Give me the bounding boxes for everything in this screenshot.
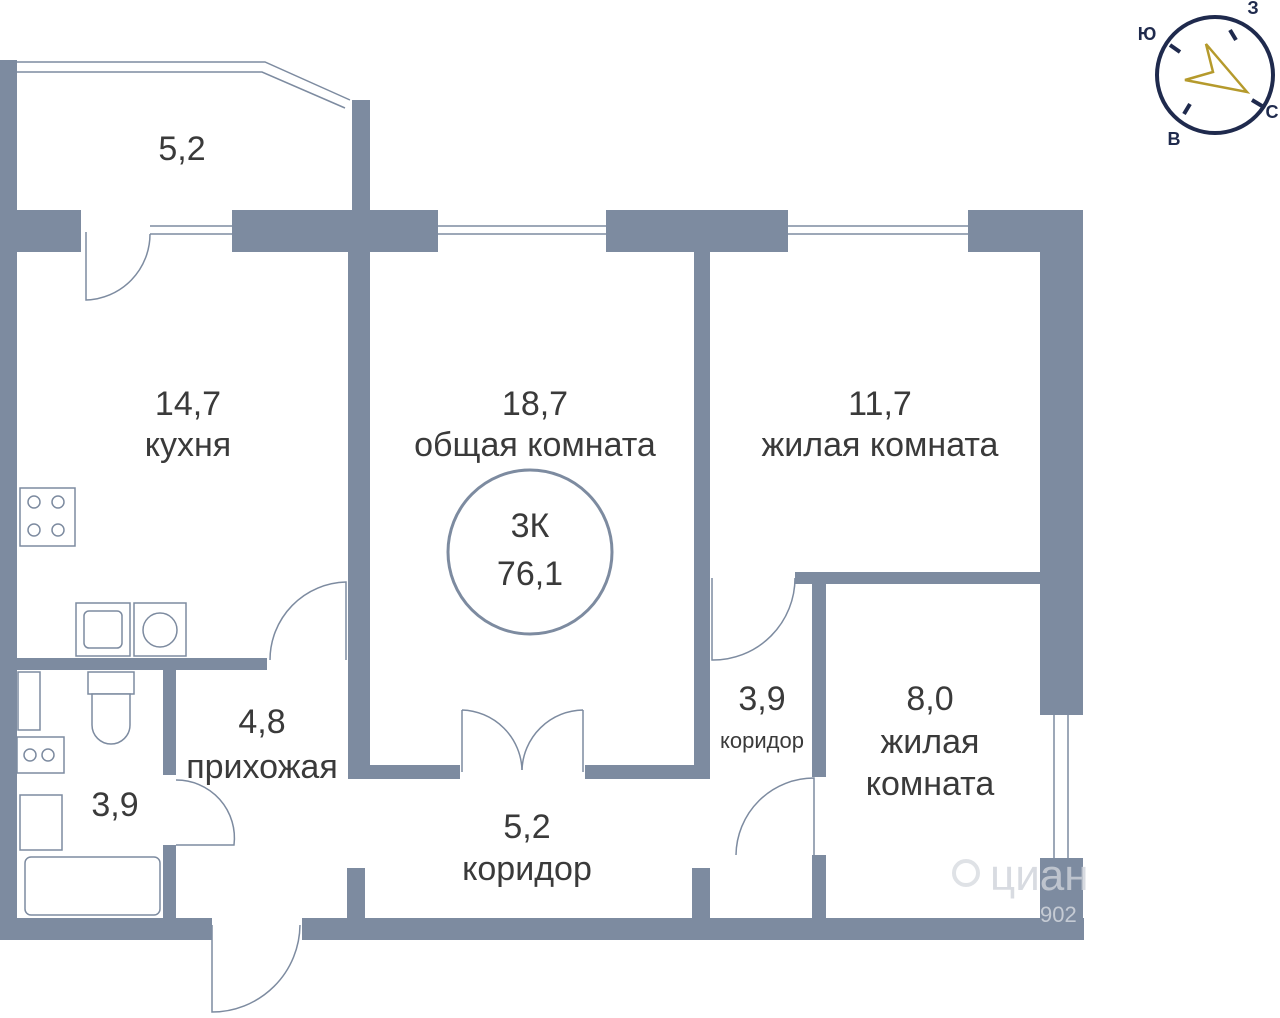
kitchen-area: 14,7 <box>155 385 221 423</box>
watermark-code: 902 <box>1040 902 1077 927</box>
compass-label-z: З <box>1247 0 1258 18</box>
washer-icon <box>133 602 187 657</box>
living-room-2-name-line1: жилая <box>881 723 980 761</box>
apartment-badge: 3К 76,1 <box>446 468 614 636</box>
kitchen-fixtures <box>19 487 187 657</box>
toilet-icon <box>91 693 131 745</box>
kitchen-name: кухня <box>145 426 231 464</box>
living-room-2-area: 8,0 <box>906 680 953 718</box>
watermark-brand: циан <box>990 851 1089 900</box>
common-room-name: общая комната <box>414 426 656 464</box>
apartment-total-area: 76,1 <box>497 555 563 593</box>
windows <box>17 61 1069 858</box>
hob-icon <box>16 736 65 774</box>
common-room-area: 18,7 <box>502 385 568 423</box>
living-room-1-area: 11,7 <box>848 385 912 423</box>
washbasin-icon <box>19 794 63 851</box>
compass-arrow-icon <box>1184 43 1251 94</box>
living-room-1-name: жилая комната <box>762 426 999 464</box>
apartment-type: 3К <box>511 507 550 545</box>
compass-label-s: С <box>1266 102 1279 122</box>
bathtub-icon <box>24 856 161 916</box>
hall-name: прихожая <box>186 748 338 786</box>
room-labels: 5,2 14,7 кухня 18,7 общая комната 11,7 ж… <box>91 130 998 888</box>
corridor-name: коридор <box>462 850 592 888</box>
toilet-tank-icon <box>87 671 135 695</box>
compass-label-v: В <box>1168 129 1181 149</box>
compass-label-yu: Ю <box>1138 24 1157 44</box>
corridor-area: 5,2 <box>503 808 550 846</box>
bathroom-fixtures <box>16 671 161 916</box>
watermark-logo-icon <box>952 859 980 887</box>
doors <box>85 232 815 1013</box>
bathroom-area: 3,9 <box>91 786 138 824</box>
balcony-area: 5,2 <box>158 130 205 168</box>
living-room-2-name-line2: комната <box>866 765 995 803</box>
watermark: циан 902 <box>952 851 1089 927</box>
small-corridor-area: 3,9 <box>738 680 785 718</box>
walls <box>0 60 1084 940</box>
hall-area: 4,8 <box>238 703 285 741</box>
compass: З С В Ю <box>1138 0 1279 149</box>
small-corridor-name: коридор <box>720 728 804 753</box>
stove-icon <box>19 487 76 547</box>
compass-ring <box>1155 15 1275 135</box>
